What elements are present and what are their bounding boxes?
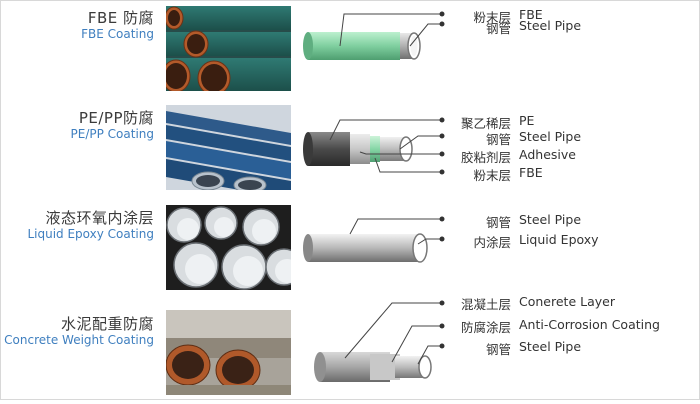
label-en: Liquid Epoxy [519, 232, 599, 247]
row-title-en: Concrete Weight Coating [4, 333, 154, 347]
row-title-cn: FBE 防腐 [87, 9, 154, 27]
label-cn: 混凝土层 [460, 297, 511, 312]
epoxy-pipes-photo [166, 205, 291, 290]
row-title-cn: PE/PP防腐 [78, 109, 154, 127]
pe-diagram [300, 100, 460, 200]
pe-pipes-photo [166, 105, 291, 190]
label-cn: 钢管 [485, 215, 511, 230]
label-en: Steel Pipe [519, 212, 582, 227]
fbe-diagram [300, 0, 460, 100]
label-en: PE [519, 113, 535, 128]
row-title-en: PE/PP Coating [70, 127, 154, 141]
row-fbe: FBE 防腐 FBE Coating [0, 0, 700, 100]
label-cn: 防腐涂层 [460, 320, 511, 335]
epoxy-diagram [300, 200, 460, 300]
row-concrete-weight: 水泥配重防腐 Concrete Weight Coating [0, 294, 700, 400]
label-en: Conerete Layer [519, 294, 615, 309]
label-cn: 钢管 [485, 132, 511, 147]
label-en: Steel Pipe [519, 129, 582, 144]
label-cn: 钢管 [485, 342, 511, 357]
label-cn: 粉末层 [473, 10, 511, 25]
row-title-en: FBE Coating [81, 27, 154, 41]
label-cn: 内涂层 [473, 235, 511, 250]
row-title-en: Liquid Epoxy Coating [27, 227, 154, 241]
label-cn: 聚乙稀层 [460, 116, 511, 131]
row-title-cn: 水泥配重防腐 [60, 315, 154, 333]
label-en: FBE [519, 7, 543, 22]
row-title-cn: 液态环氧内涂层 [45, 209, 154, 227]
concrete-diagram [300, 300, 460, 400]
row-pe-pp: PE/PP防腐 PE/PP Coating [0, 100, 700, 200]
label-en: Steel Pipe [519, 18, 582, 33]
row-liquid-epoxy: 液态环氧内涂层 Liquid Epoxy Coating [0, 200, 700, 300]
fbe-pipes-photo [166, 6, 291, 91]
label-en: Steel Pipe [519, 339, 582, 354]
label-en: FBE [519, 165, 543, 180]
label-cn: 胶粘剂层 [460, 150, 511, 165]
label-cn: 粉末层 [473, 168, 511, 183]
label-en: Adhesive [519, 147, 576, 162]
label-en: Anti-Corrosion Coating [519, 317, 660, 332]
concrete-pipes-photo [166, 310, 291, 395]
label-cn: 钢管 [485, 21, 511, 36]
